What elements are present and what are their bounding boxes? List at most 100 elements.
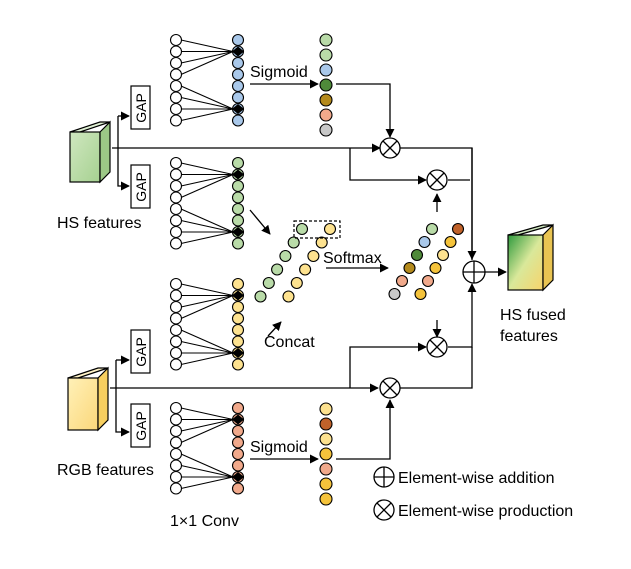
softmax-rgb-element: [429, 261, 442, 275]
vector-element: [319, 63, 333, 77]
sigmoid-label-bottom: Sigmoid: [250, 439, 308, 456]
concat-dashed-box: [293, 220, 341, 239]
output-neuron: [231, 214, 245, 227]
rgb-feature-cube: [67, 366, 109, 432]
input-neuron: [169, 482, 183, 495]
output-neuron: [231, 447, 245, 461]
hs-fused-label-line1: HS fused: [500, 307, 566, 324]
node-diamond: [232, 227, 244, 237]
output-neuron: [231, 312, 245, 325]
softmax-hs-element: [418, 235, 431, 249]
product-operator-3: [426, 336, 448, 358]
sigmoid-vector-top: [319, 33, 333, 137]
fc-group-2: [169, 156, 245, 250]
vector-element: [319, 123, 333, 137]
svg-text:GAP: GAP: [133, 411, 149, 441]
output-neuron: [231, 300, 245, 314]
softmax-rgb-element: [421, 274, 435, 288]
gap-box-1: GAP: [130, 85, 151, 130]
concat-vectors: [254, 222, 337, 303]
output-neuron: [231, 114, 245, 127]
softmax-vectors: [388, 222, 465, 301]
softmax-rgb-element: [451, 222, 465, 236]
fc-group-4: [169, 401, 245, 495]
svg-text:GAP: GAP: [133, 93, 149, 123]
output-neuron: [231, 424, 245, 438]
softmax-label: Softmax: [323, 250, 382, 267]
concat-hs-element: [254, 290, 267, 303]
product-operator-1: [379, 137, 401, 159]
input-neuron: [169, 289, 183, 302]
svg-text:GAP: GAP: [133, 172, 149, 202]
input-neuron: [169, 56, 183, 70]
input-neuron: [169, 436, 183, 449]
legend-addition-label: Element-wise addition: [398, 470, 555, 487]
fully-connected-layers: [169, 33, 245, 495]
concat-hs-element: [279, 249, 292, 263]
input-neuron: [169, 33, 183, 47]
vector-element: [319, 447, 333, 461]
concat-hs-element: [295, 222, 309, 236]
softmax-hs-element: [395, 274, 409, 288]
flow-lines: [110, 79, 507, 464]
concat-hs-element: [271, 263, 284, 276]
input-neuron: [169, 312, 183, 325]
input-neuron: [169, 447, 183, 461]
input-neuron: [169, 191, 183, 204]
input-neuron: [169, 470, 183, 484]
node-diamond: [232, 290, 244, 301]
output-neuron: [231, 436, 245, 449]
concat-rgb-element: [307, 249, 320, 263]
input-neuron: [169, 79, 183, 93]
softmax-hs-element: [388, 287, 401, 301]
vector-element: [319, 108, 333, 122]
softmax-hs-element: [425, 222, 439, 236]
input-neuron: [169, 358, 183, 371]
output-neuron: [231, 179, 245, 193]
input-neuron: [169, 413, 183, 426]
output-neuron: [231, 401, 245, 415]
input-neuron: [169, 179, 183, 193]
hs-features-label: HS features: [57, 215, 141, 232]
addition-operator: [462, 260, 486, 284]
input-neuron: [169, 156, 183, 170]
input-neuron: [169, 91, 183, 104]
input-neuron: [169, 102, 183, 116]
input-neuron: [169, 424, 183, 438]
vector-element: [319, 78, 333, 92]
product-operator-4: [379, 377, 401, 399]
sigmoid-label-top: Sigmoid: [250, 64, 308, 81]
output-neuron: [231, 191, 245, 204]
gap-input-arrows: [115, 111, 130, 437]
output-neuron: [231, 323, 245, 337]
concat-rgb-element: [315, 236, 328, 249]
input-neuron: [169, 237, 183, 250]
legend-production-icon: [373, 499, 395, 521]
output-neuron: [231, 91, 245, 104]
softmax-rgb-element: [436, 248, 450, 262]
vector-element: [319, 417, 333, 431]
concat-hs-element: [262, 276, 275, 290]
output-neuron: [231, 79, 245, 93]
gap-box-4: GAP: [130, 403, 151, 448]
vector-element: [319, 402, 333, 416]
concat-hs-element: [287, 236, 300, 249]
input-neuron: [169, 214, 183, 227]
attention-vectors: [254, 33, 465, 506]
input-neuron: [169, 300, 183, 314]
input-neuron: [169, 346, 183, 360]
gap-box-3: GAP: [130, 329, 151, 374]
concat-rgb-element: [290, 276, 303, 290]
gap-box-2: GAP: [130, 164, 151, 209]
input-neuron: [169, 401, 183, 415]
softmax-rgb-element: [444, 235, 457, 249]
output-neuron: [231, 335, 245, 348]
softmax-hs-element: [410, 248, 424, 262]
legend-production-label: Element-wise production: [398, 503, 573, 520]
output-neuron: [231, 202, 245, 216]
hs-fused-cube: [507, 223, 554, 292]
input-neuron: [169, 323, 183, 337]
concat-rgb-element: [282, 290, 295, 303]
output-neuron: [231, 156, 245, 170]
